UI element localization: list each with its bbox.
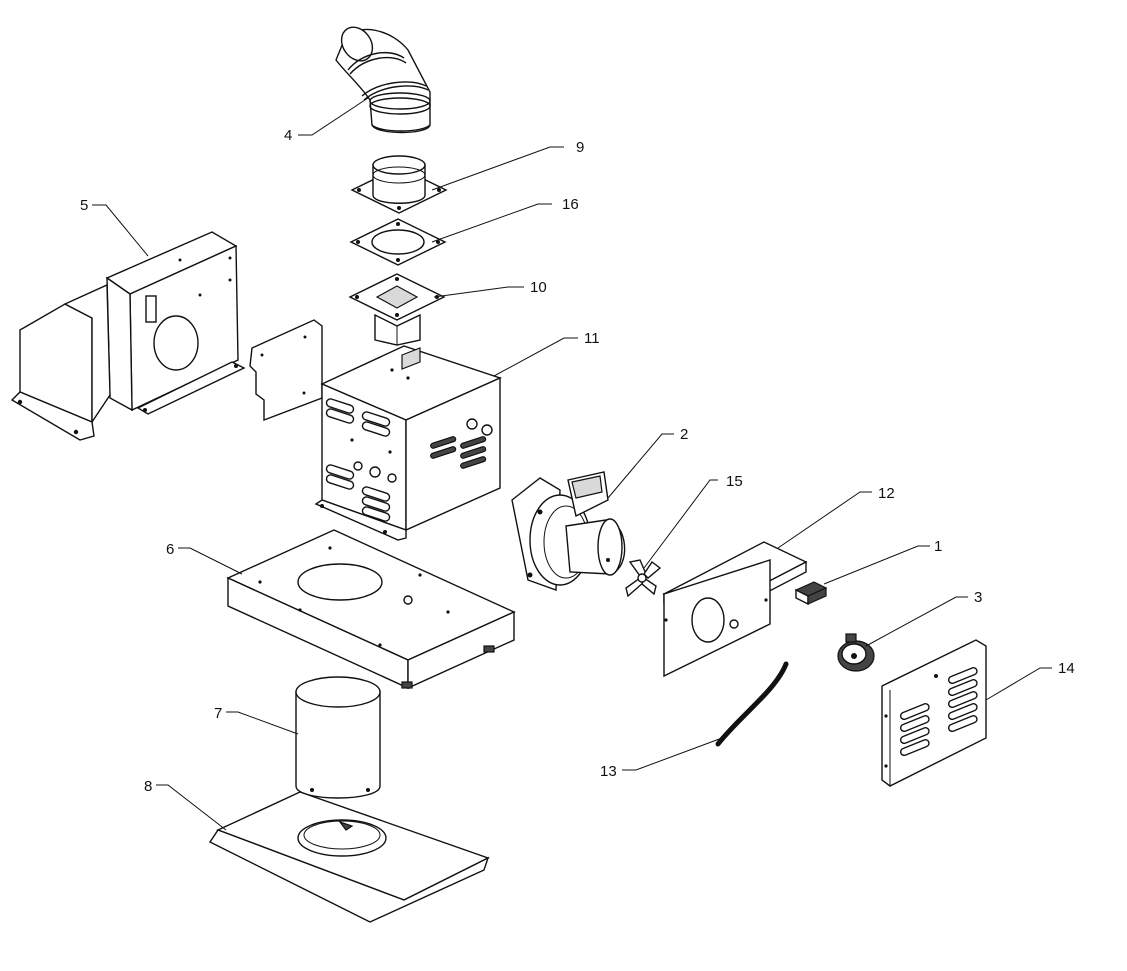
leader-lines: [92, 97, 1052, 831]
callout-labels: 4 9 16 10 5 11 2 15 12 1 3 14 13 6 7 8: [80, 127, 1075, 795]
part-2-blower-motor: [511, 471, 626, 591]
callout-10: 10: [530, 279, 547, 296]
callout-5: 5: [80, 197, 88, 214]
callout-3: 3: [974, 589, 982, 606]
part-8-bottom-plate: [208, 791, 490, 923]
part-1-switch: [794, 581, 828, 606]
callout-2: 2: [680, 426, 688, 443]
callout-12: 12: [878, 485, 895, 502]
callout-4: 4: [284, 127, 292, 144]
part-3-pressure-switch: [837, 633, 875, 672]
callout-16: 16: [562, 196, 579, 213]
part-9-collar-flange: [350, 155, 448, 214]
part-7-cylinder: [295, 676, 381, 799]
callout-15: 15: [726, 473, 743, 490]
callout-6: 6: [166, 541, 174, 558]
callout-7: 7: [214, 705, 222, 722]
part-15-fan-blade: [625, 559, 662, 598]
part-10-square-adapter: [348, 273, 446, 346]
callout-13: 13: [600, 763, 617, 780]
callout-9: 9: [576, 139, 584, 156]
part-14-louvered-panel: [881, 639, 987, 787]
part-6-base-plate: [226, 529, 516, 690]
callout-1: 1: [934, 538, 942, 555]
part-12-motor-bracket: [662, 541, 808, 678]
callout-14: 14: [1058, 660, 1075, 677]
part-13-hose: [715, 661, 789, 747]
part-4-elbow-pipe: [335, 26, 431, 134]
callout-11: 11: [584, 330, 600, 347]
part-11-housing-box: [314, 345, 502, 541]
access-panel-plate: [249, 319, 323, 422]
part-16-gasket: [349, 218, 447, 266]
callout-8: 8: [144, 778, 152, 795]
part-5-rear-housing: [10, 231, 246, 441]
